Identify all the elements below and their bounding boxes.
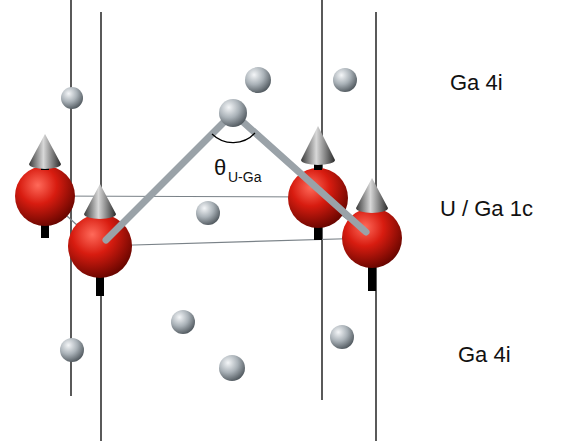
ga-atoms (60, 67, 357, 381)
u-ga-bonds (106, 113, 366, 240)
ga-apex-atom (219, 99, 247, 127)
site-label: Ga 4i (450, 72, 503, 94)
angle-symbol: θ (214, 157, 226, 179)
site-label: Ga 4i (458, 344, 511, 366)
moment-shafts-top (41, 158, 376, 218)
u-atoms (15, 166, 402, 278)
angle-subscript: U-Ga (228, 170, 261, 184)
site-label: U / Ga 1c (440, 198, 533, 220)
moment-shafts (41, 158, 376, 296)
bond-angle-arc (212, 133, 255, 143)
